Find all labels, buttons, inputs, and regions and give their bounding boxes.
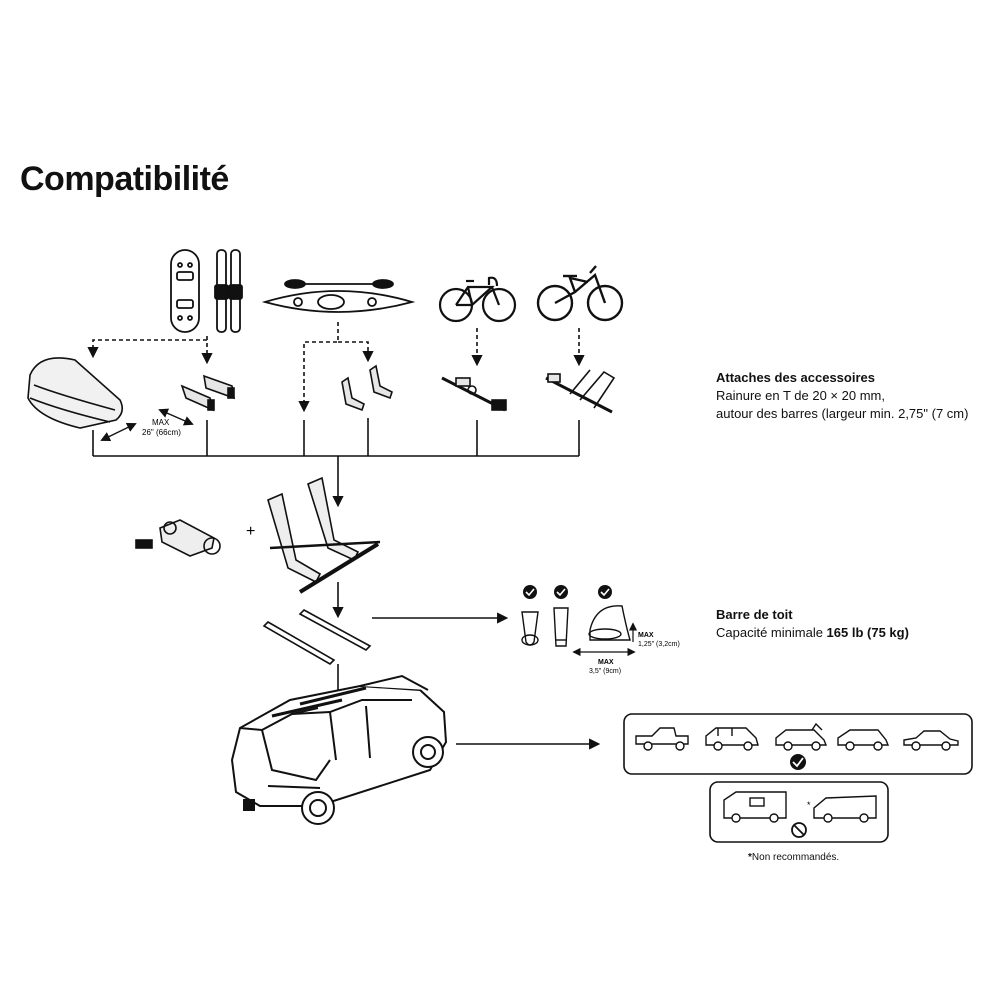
- kayak-rack-icon: [267, 476, 381, 594]
- accessories-line-1: Rainure en T de 20 × 20 mm,: [716, 388, 885, 403]
- roof-bar-block: Barre de toit Capacité minimale 165 lb (…: [716, 606, 909, 642]
- road-bike-icon: [438, 276, 517, 323]
- footnote-text: Non recommandés.: [751, 852, 840, 863]
- box-gap-arrow: MAX 26" (66cm): [100, 408, 194, 441]
- prohibited-icon: [791, 822, 807, 838]
- suv-icon: [230, 674, 448, 825]
- check-icon: [554, 585, 568, 599]
- recommended-vehicles-panel: [623, 713, 973, 775]
- ski-carrier-icon: [180, 374, 236, 412]
- accessories-line-2: autour des barres (largeur min. 2,75" (7…: [716, 406, 969, 421]
- mountain-bike-icon: [536, 265, 624, 322]
- box-gap-label-bottom: 26" (66cm): [142, 428, 181, 437]
- height-label-top: MAX: [638, 632, 654, 639]
- bike-tray-icon: [441, 376, 507, 412]
- width-label-top: MAX: [598, 659, 614, 666]
- capacity-prefix: Capacité minimale: [716, 625, 827, 640]
- roof-bar-capacity: Capacité minimale 165 lb (75 kg): [716, 624, 909, 642]
- cargo-box-icon: [27, 357, 124, 429]
- check-icon: [790, 754, 806, 770]
- pickup-icon: [635, 727, 689, 751]
- connector-bus: [92, 418, 580, 508]
- accessories-heading: Attaches des accessoires: [716, 370, 875, 385]
- plus-sign: +: [246, 523, 255, 540]
- snowboard-icon: [170, 249, 200, 333]
- accessories-block: Attaches des accessoires Rainure en T de…: [716, 369, 968, 423]
- kayak-icon: [261, 279, 416, 313]
- bar-profile-icons: MAX 1,25" (3,2cm) MAX 3,5" (9cm): [521, 585, 680, 675]
- box-gap-label-top: MAX: [152, 418, 170, 427]
- sedan-icon: [903, 730, 959, 751]
- width-label-bottom: 3,5" (9cm): [589, 668, 621, 675]
- skis-icon: [214, 249, 243, 333]
- upright-bike-carrier-icon: [545, 369, 616, 414]
- footnote-star: *: [748, 852, 752, 863]
- crossbar-adapter-icon: [135, 519, 221, 557]
- roof-bar-heading: Barre de toit: [716, 607, 793, 622]
- not-recommended-vehicles-panel: *: [709, 781, 889, 843]
- roof-bars-icon: [262, 609, 372, 665]
- suv-bike-icon: [775, 722, 828, 751]
- page-title: Compatibilité: [20, 160, 229, 198]
- van-icon: [813, 795, 877, 823]
- suv-small-icon: [705, 727, 759, 751]
- camper-icon: [723, 791, 787, 823]
- height-label-bottom: 1,25" (3,2cm): [638, 641, 680, 648]
- not-recommended-star: *: [807, 800, 811, 810]
- footnote: *Non recommandés.: [748, 852, 839, 863]
- check-icon: [598, 585, 612, 599]
- dashed-connectors: [87, 322, 585, 413]
- check-icon: [523, 585, 537, 599]
- wagon-icon: [837, 729, 890, 751]
- capacity-value: 165 lb (75 kg): [826, 625, 909, 640]
- kayak-carrier-icon: [341, 364, 393, 412]
